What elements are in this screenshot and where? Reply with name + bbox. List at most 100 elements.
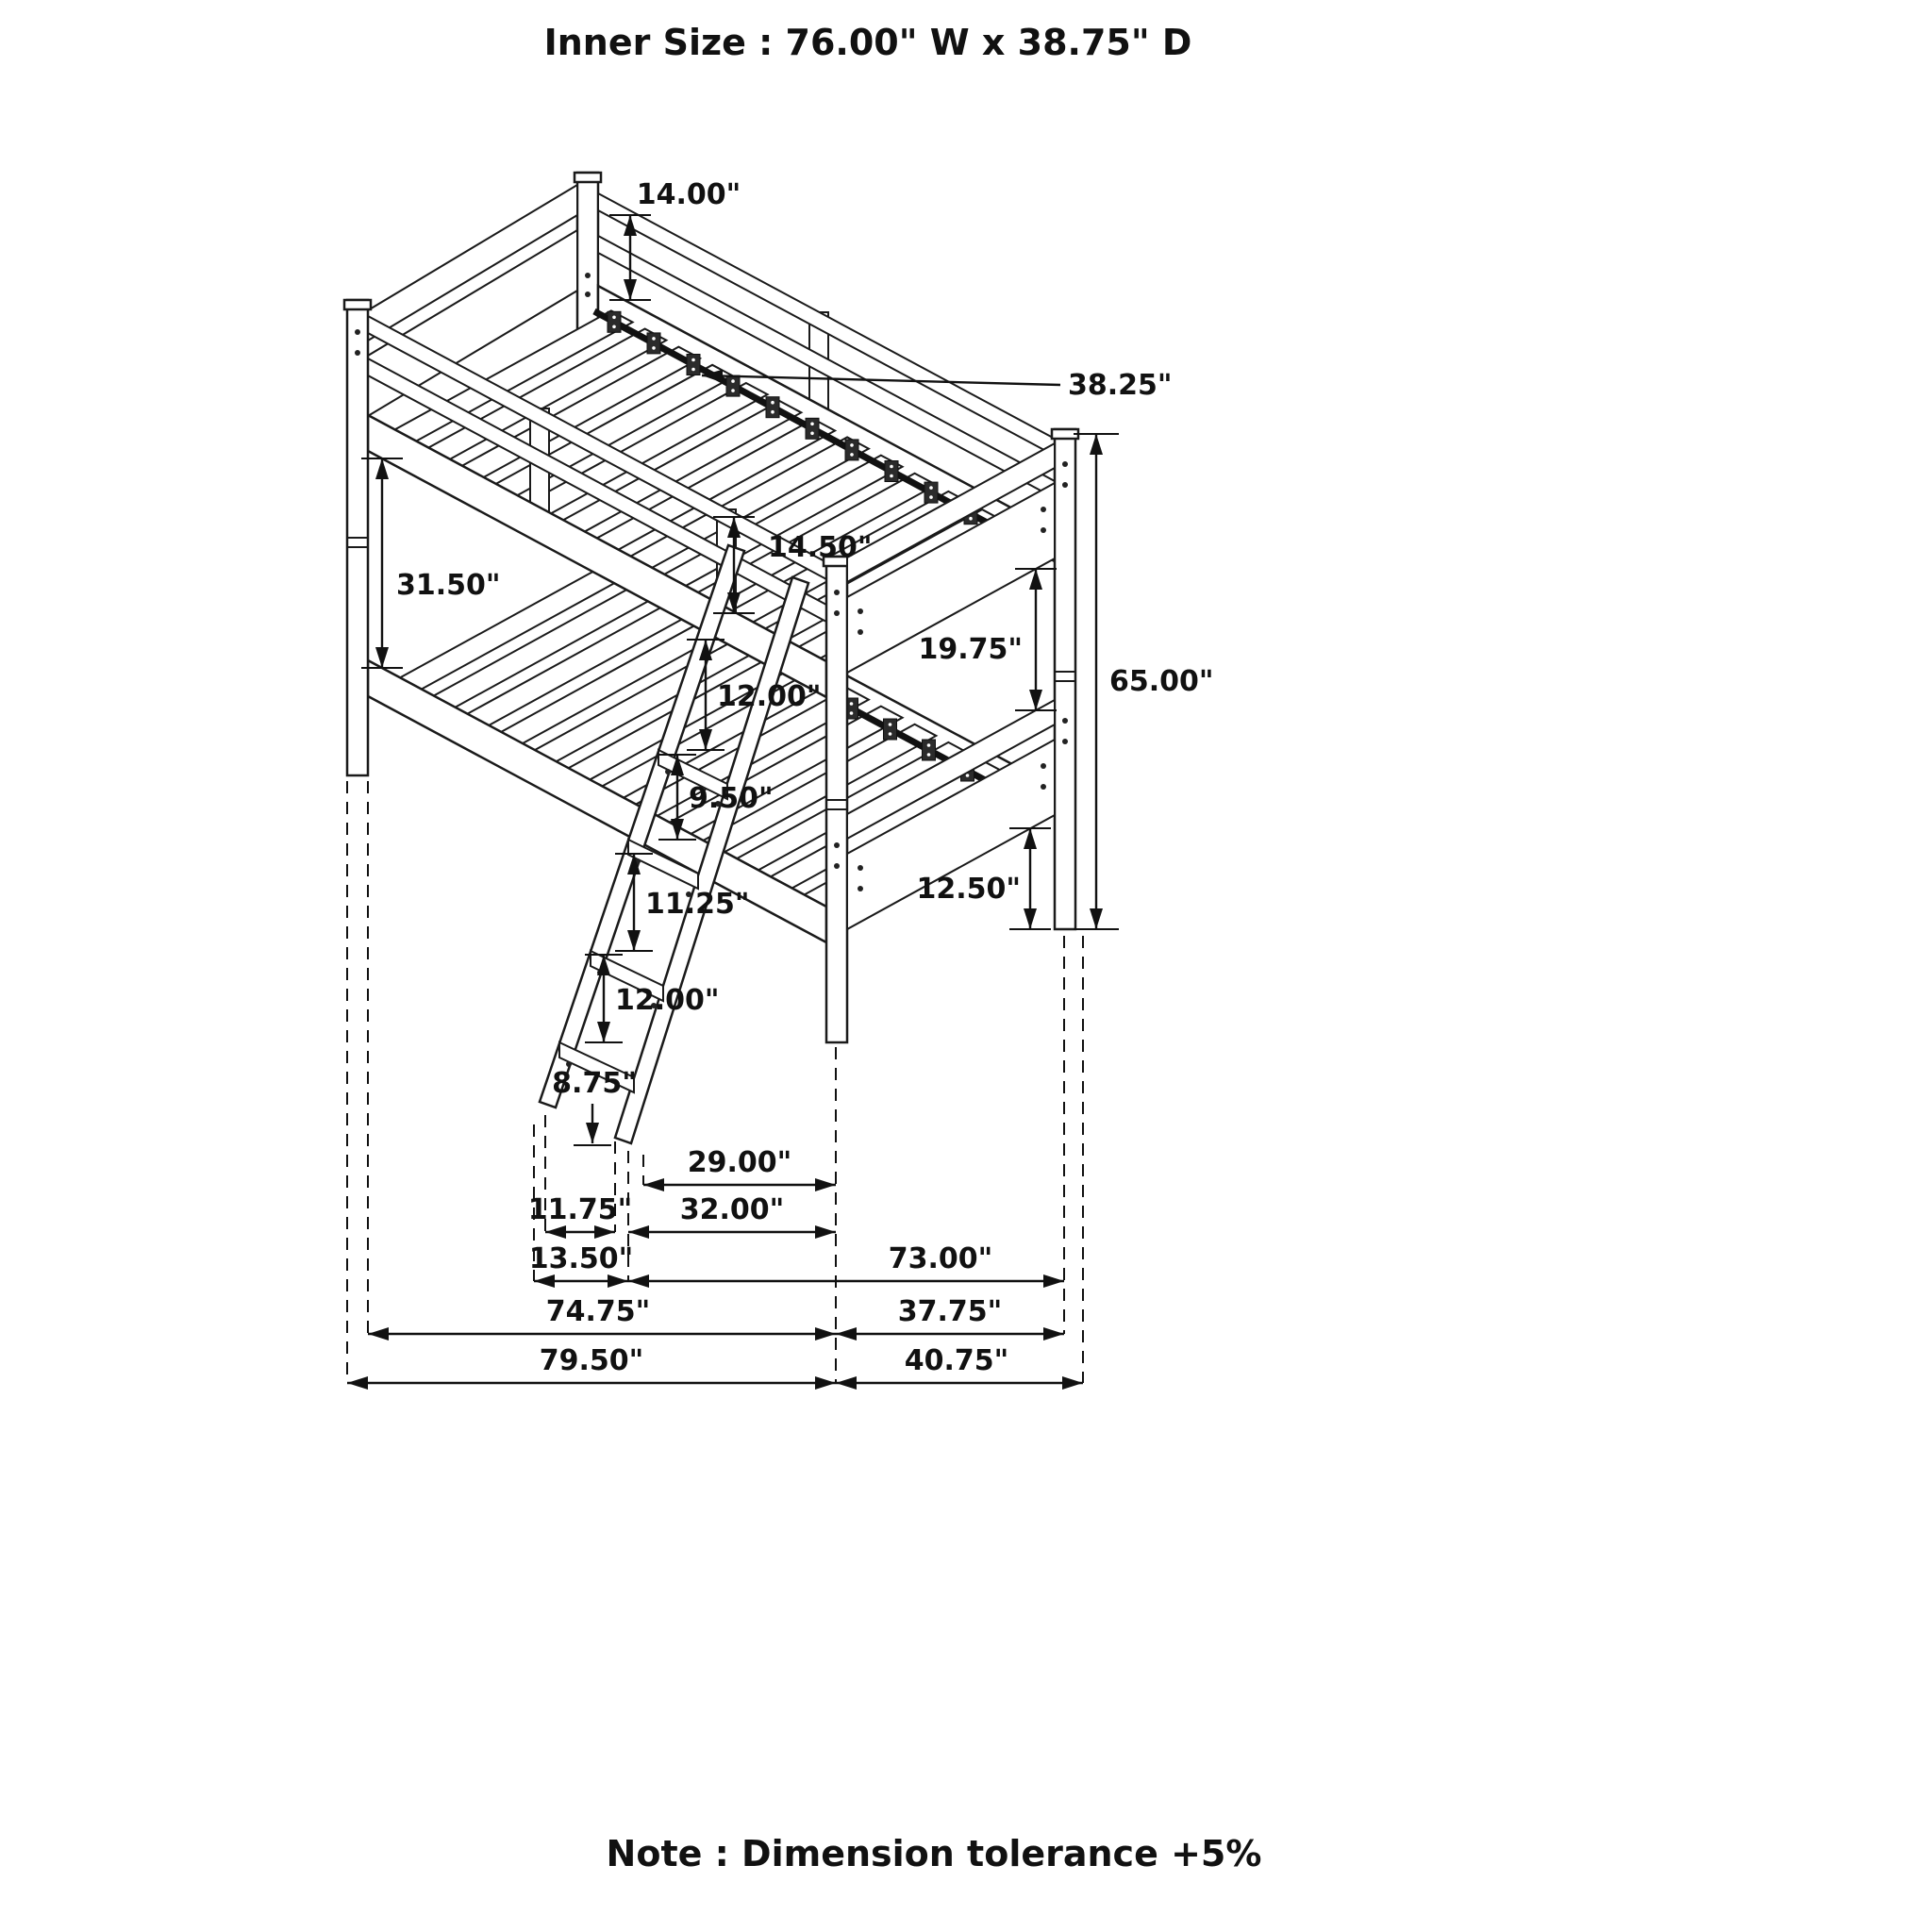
support-bracket bbox=[924, 481, 939, 504]
screw bbox=[771, 409, 774, 414]
screw bbox=[731, 379, 735, 383]
screw bbox=[929, 495, 933, 499]
screw bbox=[612, 315, 616, 320]
screw bbox=[731, 389, 735, 392]
screw bbox=[888, 723, 892, 726]
dim-label-frame-length: 74.75" bbox=[546, 1295, 651, 1328]
ladder-tread bbox=[627, 838, 699, 891]
support-bracket bbox=[646, 332, 661, 355]
screw bbox=[834, 610, 840, 616]
dim-label-ladder-step-5: 8.75" bbox=[552, 1067, 637, 1100]
screw bbox=[850, 443, 854, 447]
dim-label-lower-leg: 12.50" bbox=[916, 873, 1021, 906]
support-bracket bbox=[805, 417, 820, 440]
screw bbox=[585, 273, 591, 278]
screw bbox=[929, 486, 933, 490]
screw bbox=[1062, 482, 1068, 488]
bolt bbox=[858, 886, 863, 891]
screw bbox=[1062, 461, 1068, 467]
screw bbox=[810, 422, 814, 426]
screw bbox=[612, 325, 616, 329]
head-near-post-cap bbox=[342, 298, 373, 311]
screw bbox=[355, 329, 360, 335]
screw bbox=[686, 891, 691, 897]
screw bbox=[849, 711, 854, 715]
leader-slat-length bbox=[701, 369, 1061, 387]
head-far-post-cap bbox=[573, 171, 603, 184]
screw bbox=[834, 590, 840, 595]
dim-label-foot-gap: 19.75" bbox=[918, 633, 1023, 666]
screw bbox=[652, 337, 656, 341]
screw bbox=[890, 464, 893, 469]
screw bbox=[890, 474, 893, 478]
screw bbox=[715, 801, 721, 807]
screw bbox=[691, 367, 695, 372]
dim-label-guardrail-height: 14.50" bbox=[768, 531, 873, 564]
dim-label-ladder-width: 11.75" bbox=[528, 1193, 633, 1226]
posts bbox=[342, 298, 1080, 1044]
screw bbox=[771, 400, 774, 405]
screw bbox=[585, 291, 591, 297]
dim-label-headboard-height: 14.00" bbox=[637, 178, 741, 211]
bolt bbox=[1041, 527, 1046, 533]
screw bbox=[849, 702, 854, 706]
upper-bunk bbox=[366, 308, 1040, 700]
dim-label-bunk-clearance: 31.50" bbox=[396, 569, 501, 602]
bolt bbox=[858, 608, 863, 614]
screw bbox=[597, 970, 603, 975]
dim-label-inner-length: 73.00" bbox=[889, 1242, 993, 1275]
screw bbox=[566, 1061, 572, 1067]
screw bbox=[926, 753, 931, 757]
diagram-note: Note : Dimension tolerance +5% bbox=[607, 1833, 1262, 1874]
screw bbox=[355, 350, 360, 356]
bolt bbox=[858, 865, 863, 871]
support-bracket bbox=[607, 310, 622, 333]
dim-label-ladder-step-3: 11.25" bbox=[645, 888, 750, 921]
dim-label-end-width: 37.75" bbox=[898, 1295, 1003, 1328]
support-bracket bbox=[765, 396, 780, 419]
screw bbox=[926, 743, 931, 747]
dim-label-slat-length: 38.25" bbox=[1068, 369, 1173, 402]
bolt bbox=[858, 629, 863, 635]
screw bbox=[652, 346, 656, 350]
dim-label-overall-length: 79.50" bbox=[540, 1344, 644, 1377]
dim-label-ladder-step-2: 9.50" bbox=[689, 782, 774, 815]
support-bracket bbox=[884, 460, 899, 482]
bolt bbox=[1041, 784, 1046, 790]
dim-label-overall-depth: 40.75" bbox=[905, 1344, 1009, 1377]
support-bracket bbox=[725, 375, 741, 397]
screw bbox=[850, 453, 854, 457]
support-bracket bbox=[922, 739, 936, 761]
dim-label-ladder-footprint: 13.50" bbox=[529, 1242, 634, 1275]
screw bbox=[834, 863, 840, 869]
screw bbox=[969, 516, 973, 521]
screw bbox=[651, 1003, 657, 1008]
dim-label-ladder-offset: 29.00" bbox=[688, 1146, 792, 1179]
screw bbox=[635, 858, 641, 864]
dim-label-ladder-step-4: 12.00" bbox=[615, 984, 720, 1017]
bolt bbox=[1041, 763, 1046, 769]
diagram-title: Inner Size : 76.00" W x 38.75" D bbox=[544, 22, 1192, 63]
support-bracket bbox=[883, 718, 897, 741]
headboard bbox=[367, 183, 578, 418]
support-bracket bbox=[686, 354, 701, 375]
foot-panels bbox=[846, 441, 1056, 931]
screw bbox=[1062, 718, 1068, 724]
support-bracket bbox=[844, 439, 859, 461]
upper-foot-rail bbox=[846, 441, 1056, 584]
bolt bbox=[1041, 507, 1046, 512]
dim-label-overall-height: 65.00" bbox=[1109, 665, 1214, 698]
lower-foot-panel bbox=[846, 738, 1056, 931]
screw bbox=[691, 358, 695, 362]
foot-far-post bbox=[1053, 427, 1077, 931]
screw bbox=[888, 732, 892, 736]
screw bbox=[965, 774, 970, 777]
screw bbox=[810, 431, 814, 436]
dimension-annotations: 14.00" 38.25" 31.50" 14.50" 19.75" 65.00… bbox=[346, 178, 1214, 1390]
far-guardrail bbox=[596, 192, 1057, 564]
screw bbox=[834, 842, 840, 848]
upper-foot-panel bbox=[846, 481, 1056, 675]
dim-label-ladder-step-1: 12.00" bbox=[717, 680, 822, 713]
ladder-tread bbox=[558, 1041, 635, 1094]
